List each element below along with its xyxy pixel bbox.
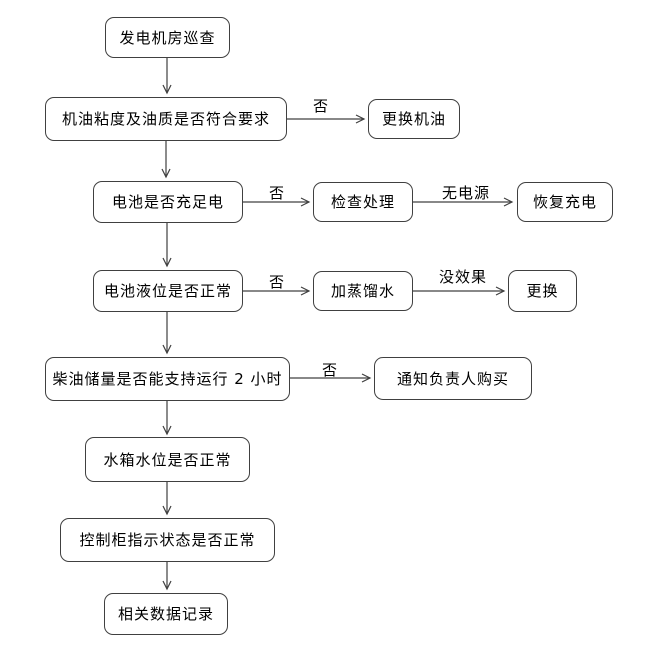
node-oil-check: 机油粘度及油质是否符合要求 bbox=[45, 97, 287, 141]
node-battery-level-check: 电池液位是否正常 bbox=[93, 270, 243, 312]
node-water-tank-check: 水箱水位是否正常 bbox=[85, 437, 250, 482]
node-data-record: 相关数据记录 bbox=[104, 593, 228, 635]
node-diesel-check: 柴油储量是否能支持运行 2 小时 bbox=[45, 357, 290, 401]
node-inspect-handle: 检查处理 bbox=[313, 182, 413, 222]
node-notify-purchase: 通知负责人购买 bbox=[374, 357, 532, 400]
edge-label-no-oil: 否 bbox=[312, 97, 330, 115]
node-replace: 更换 bbox=[508, 270, 577, 312]
edge-label-no-diesel: 否 bbox=[321, 361, 339, 379]
edge-label-no-power: 无电源 bbox=[441, 184, 491, 202]
node-start: 发电机房巡查 bbox=[105, 17, 230, 58]
node-control-cabinet-check: 控制柜指示状态是否正常 bbox=[60, 518, 275, 562]
node-add-distilled-water: 加蒸馏水 bbox=[313, 271, 413, 311]
edge-label-no-battery-level: 否 bbox=[268, 273, 286, 291]
node-restore-charging: 恢复充电 bbox=[517, 182, 613, 222]
node-replace-oil: 更换机油 bbox=[368, 99, 460, 139]
edge-label-no-effect: 没效果 bbox=[438, 268, 488, 286]
edge-label-no-battery-charge: 否 bbox=[268, 184, 286, 202]
node-battery-charge-check: 电池是否充足电 bbox=[93, 181, 243, 223]
